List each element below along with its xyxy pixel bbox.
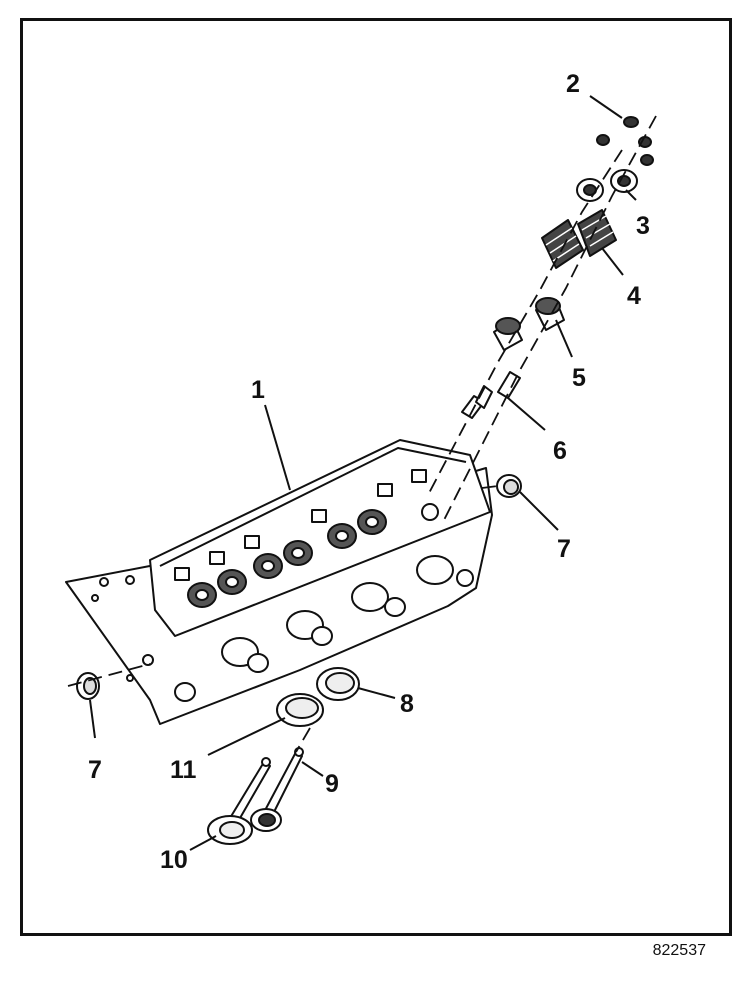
callout-3: 3	[636, 212, 650, 240]
valve-seat-8	[316, 667, 360, 701]
valve-seat-11	[276, 693, 324, 727]
assembly-axis-lines	[67, 115, 657, 753]
cylinder-head	[65, 439, 493, 725]
callout-11: 11	[170, 756, 197, 784]
callout-7-right: 7	[557, 535, 571, 563]
plug-left	[76, 672, 100, 700]
valve-stem-seals	[493, 297, 565, 351]
plug-right	[496, 474, 522, 498]
figure-number: 822537	[652, 942, 706, 959]
exhaust-valve	[250, 747, 304, 832]
callout-10: 10	[160, 846, 188, 874]
callout-9: 9	[325, 770, 339, 798]
callout-5: 5	[572, 364, 586, 392]
callout-4: 4	[627, 282, 641, 310]
valve-guides	[461, 371, 521, 419]
callout-1: 1	[251, 376, 265, 404]
intake-valve	[207, 757, 271, 845]
valve-keepers	[596, 116, 654, 166]
callout-8: 8	[400, 690, 414, 718]
leader-lines	[89, 95, 637, 851]
callout-6: 6	[553, 437, 567, 465]
callout-7-left: 7	[88, 756, 102, 784]
valve-springs	[541, 209, 617, 269]
callout-2: 2	[566, 70, 580, 98]
